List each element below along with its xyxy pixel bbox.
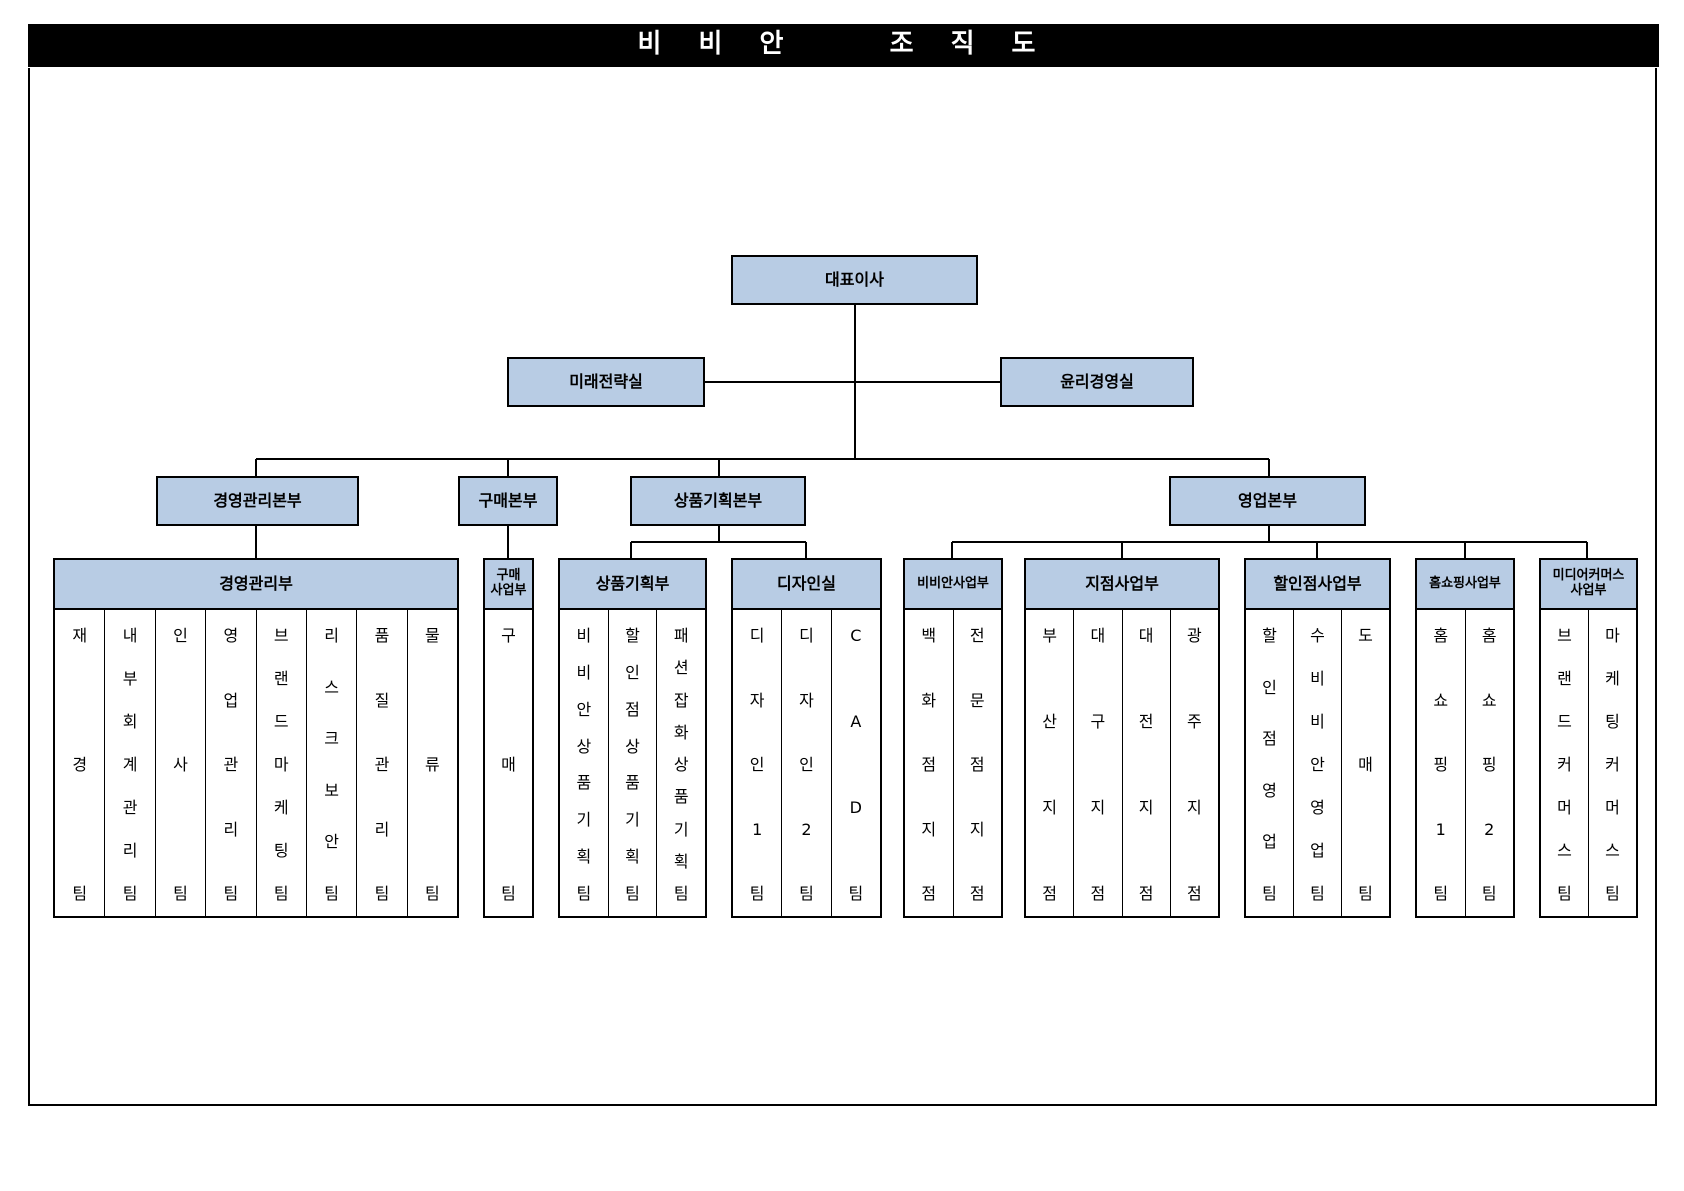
title-underline <box>28 64 1659 67</box>
dept-title: 구매 사업부 <box>485 560 532 610</box>
dept-title: 미디어커머스 사업부 <box>1541 560 1636 610</box>
future-strategy-office-box: 미래전략실 <box>507 357 705 407</box>
dept-title: 경영관리부 <box>55 560 457 610</box>
dept-title: 상품기획부 <box>560 560 705 610</box>
chart-frame <box>28 68 1657 1106</box>
product-planning-division-box: 상품기획본부 <box>630 476 806 526</box>
management-division-box: 경영관리본부 <box>156 476 359 526</box>
sales-division-box: 영업본부 <box>1169 476 1366 526</box>
dept-title: 비비안사업부 <box>905 560 1001 610</box>
ethics-management-office-box: 윤리경영실 <box>1000 357 1194 407</box>
dept-title: 지점사업부 <box>1026 560 1218 610</box>
page-title: 비 비 안 조 직 도 <box>28 24 1659 64</box>
dept-title: 디자인실 <box>733 560 880 610</box>
dept-title: 할인점사업부 <box>1246 560 1389 610</box>
ceo-box: 대표이사 <box>731 255 978 305</box>
purchasing-division-box: 구매본부 <box>458 476 558 526</box>
dept-title: 홈쇼핑사업부 <box>1417 560 1513 610</box>
